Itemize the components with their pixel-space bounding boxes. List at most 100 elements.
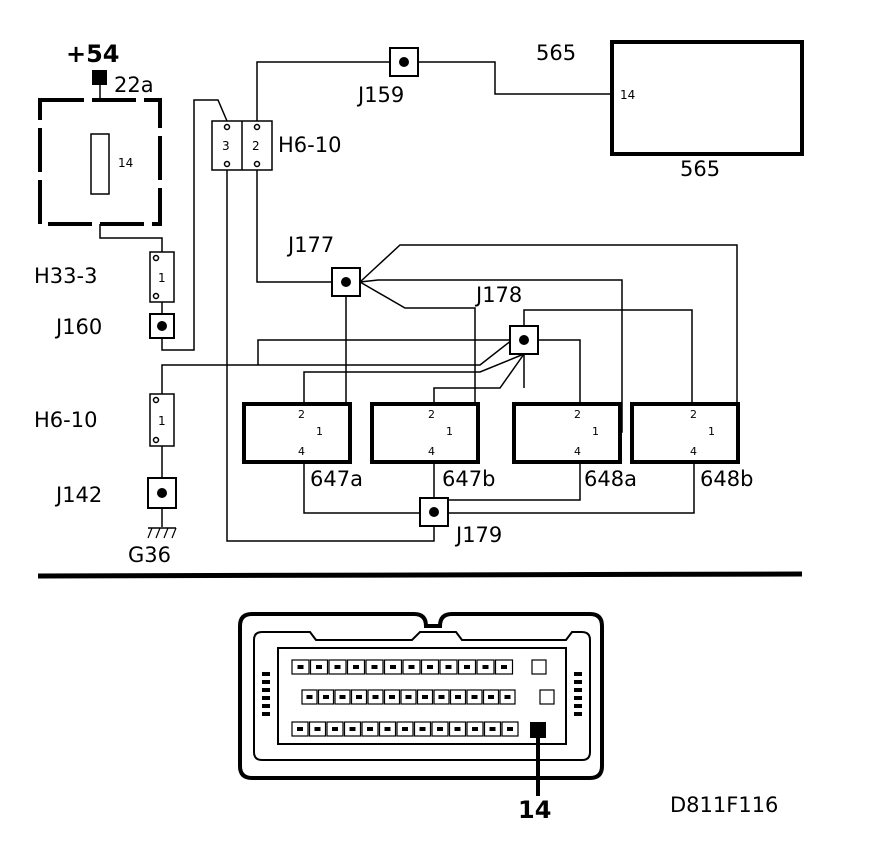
injector-648a-label: 648a: [584, 467, 637, 491]
injector-648a: 2 1 4: [512, 402, 622, 464]
terminal-54-label: +54: [66, 40, 120, 68]
terminal-54-marker: [92, 70, 107, 85]
connector-h33-3: 1: [149, 251, 175, 303]
ecu-pin-mark: [504, 695, 511, 699]
ecu-pin-mark: [306, 695, 313, 699]
g36-label: G36: [128, 543, 171, 567]
section-divider: [37, 571, 803, 579]
ecu-pin-mark: [349, 727, 356, 731]
ground-g36-icon: [147, 527, 177, 539]
ecu-pin-mark: [367, 727, 373, 731]
ecu-pin-mark: [501, 665, 507, 669]
j178-label: J178: [474, 283, 522, 307]
injector-pin-2: 2: [574, 408, 581, 421]
junction-j177: [331, 267, 361, 297]
injector-pin-1: 1: [316, 425, 323, 438]
injector-pin-2: 2: [690, 408, 697, 421]
ecu-pin-cavity: [539, 689, 555, 705]
injector-647b: 2 1 4: [370, 402, 480, 464]
ecu-pin-mark: [384, 727, 391, 731]
junction-j179: [419, 497, 449, 527]
ecu-pin-mark: [334, 665, 341, 669]
injector-pin-2: 2: [428, 408, 435, 421]
ecu-pin-mark: [438, 695, 445, 699]
ecu-pin-mark: [389, 695, 395, 699]
ecu-pin-mark: [437, 727, 443, 731]
ecu-pin-mark: [402, 727, 408, 731]
ecu-pin-mark: [353, 665, 359, 669]
ecu-pin-mark: [339, 695, 346, 699]
injector-648b-label: 648b: [700, 467, 753, 491]
j159-label: J159: [356, 83, 404, 107]
h33-pin-label: 1: [158, 271, 166, 285]
h33-label: H33-3: [34, 264, 97, 288]
ecu-pin-mark: [372, 695, 379, 699]
ecu-pin-mark: [314, 727, 321, 731]
injector-pin-2: 2: [298, 408, 305, 421]
ecu-pin-mark: [419, 727, 426, 731]
injector-pin-1: 1: [592, 425, 599, 438]
ecu-connector: [238, 612, 604, 796]
component-565: 14: [610, 40, 804, 156]
injector-pin-1: 1: [708, 425, 715, 438]
ecu-pin-mark: [427, 665, 433, 669]
ecu-pin-mark: [445, 665, 452, 669]
junction-j159: [389, 47, 419, 77]
ecu-pin-mark: [371, 665, 378, 669]
figure-code: D811F116: [670, 793, 778, 817]
ecu-pin-mark: [422, 695, 428, 699]
injector-pin-4: 4: [574, 445, 581, 458]
injector-647a: 2 1 4: [242, 402, 352, 464]
injector-pin-4: 4: [690, 445, 697, 458]
ecu-pin-mark: [471, 695, 478, 699]
ecu-pin-14-highlight: [530, 722, 546, 738]
relay-box: 14: [38, 98, 162, 226]
left-latch-icon: [262, 672, 270, 716]
ecu-pin-mark: [482, 665, 489, 669]
relay-pin-label: 14: [118, 156, 133, 170]
injector-pin-1: 1: [446, 425, 453, 438]
ecu-pin-mark: [454, 727, 461, 731]
h6-10-left-pin-label: 1: [158, 414, 166, 428]
ecu-pin-mark: [405, 695, 412, 699]
ecu-pin-mark: [489, 727, 496, 731]
ecu-pin-mark: [323, 695, 329, 699]
terminal-22a-label: 22a: [114, 73, 154, 97]
ecu-pin-mark: [356, 695, 362, 699]
ecu-pin-mark: [408, 665, 415, 669]
pin-14-callout-label: 14: [518, 796, 551, 824]
j179-label: J179: [454, 523, 502, 547]
ecu-pin-mark: [464, 665, 470, 669]
ecu-pin-mark: [472, 727, 478, 731]
right-latch-icon: [574, 672, 582, 716]
ecu-pin-mark: [332, 727, 338, 731]
c565-top-label: 565: [536, 41, 576, 65]
ecu-pin-mark: [455, 695, 461, 699]
ecu-pin-grid: [291, 659, 555, 737]
j177-label: J177: [286, 233, 334, 257]
injector-647a-label: 647a: [310, 467, 363, 491]
junction-j178: [509, 325, 539, 355]
c565-bottom-label: 565: [680, 157, 720, 181]
ecu-pin-mark: [297, 665, 304, 669]
ecu-pin-mark: [390, 665, 396, 669]
injector-pin-4: 4: [428, 445, 435, 458]
c565-pin-label: 14: [620, 88, 635, 102]
h6-10-pin2-label: 2: [252, 139, 260, 153]
ecu-pin-mark: [316, 665, 322, 669]
ecu-pin-mark: [507, 727, 513, 731]
ecu-pin-mark: [297, 727, 303, 731]
ecu-pin-mark: [488, 695, 494, 699]
junction-j160: [149, 313, 175, 339]
connector-h6-10-left: 1: [149, 393, 175, 447]
injector-647b-label: 647b: [442, 467, 495, 491]
h6-10-top-label: H6-10: [278, 133, 341, 157]
h6-10-left-label: H6-10: [34, 408, 97, 432]
j160-label: J160: [54, 315, 102, 339]
h6-10-pin3-label: 3: [222, 139, 230, 153]
junction-j142: [147, 477, 177, 509]
j142-label: J142: [54, 483, 102, 507]
injector-648b: 2 1 4: [630, 402, 740, 464]
ecu-pin-cavity: [531, 659, 547, 675]
